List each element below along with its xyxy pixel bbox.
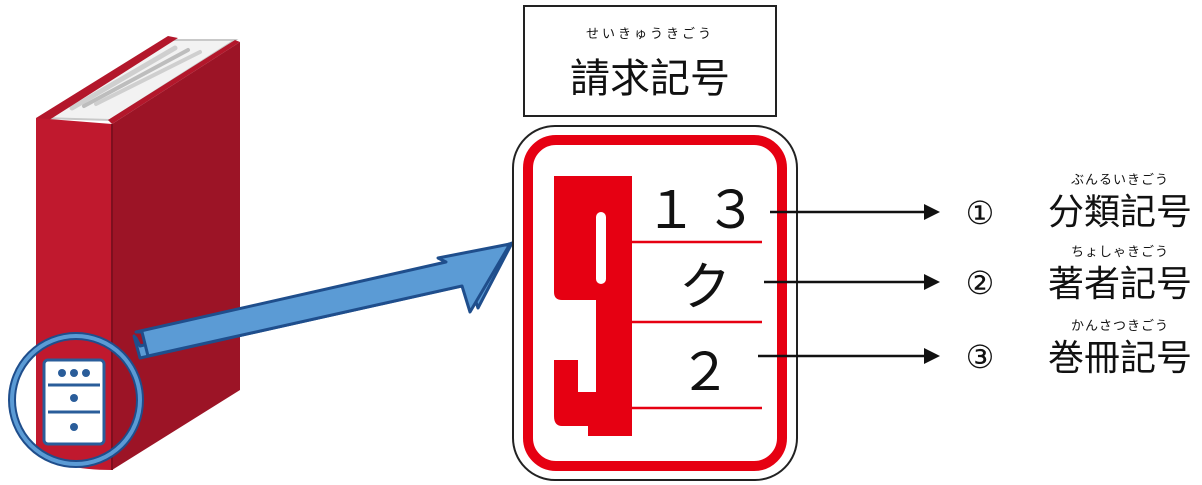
arrow-head-2 [924, 274, 940, 290]
title-box: せいきゅうきごう 請求記号 [523, 5, 777, 117]
volume-number-value: ２ [679, 343, 731, 403]
pointer-arrows [758, 204, 940, 364]
author-mark-value: ク [679, 258, 731, 318]
item-3: ③ かんさつきごう 巻冊記号 [966, 318, 1192, 379]
item-2-marker: ② [966, 264, 995, 302]
item-1: ① ぶんるいきごう 分類記号 [966, 172, 1192, 233]
item-1-marker: ① [966, 194, 995, 232]
item-2-reading: ちょしゃきごう [1071, 244, 1169, 260]
title-reading: せいきゅうきごう [586, 26, 714, 42]
item-3-marker: ③ [966, 338, 995, 376]
item-3-reading: かんさつきごう [1071, 318, 1169, 334]
red-nine-glyph: 9 [554, 176, 632, 436]
book-cover [112, 42, 240, 470]
zoom-arrow [132, 241, 514, 360]
item-1-label: 分類記号 [1048, 192, 1192, 233]
page-title: 請求記号 [570, 56, 730, 102]
arrow-head-3 [924, 348, 940, 364]
call-number-label: 9 １３ ク ２ [512, 125, 798, 481]
item-2-label: 著者記号 [1048, 264, 1192, 305]
class-number-value: １３ [645, 181, 765, 241]
item-2: ② ちょしゃきごう 著者記号 [966, 244, 1192, 305]
item-1-reading: ぶんるいきごう [1071, 172, 1169, 188]
item-3-label: 巻冊記号 [1048, 338, 1192, 379]
arrow-head-1 [924, 204, 940, 220]
book-illustration [8, 36, 240, 470]
